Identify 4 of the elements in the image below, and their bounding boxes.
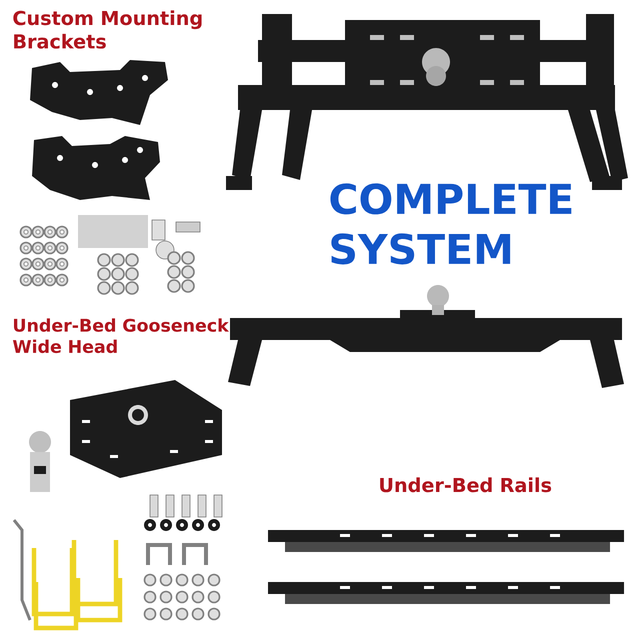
heading: Custom Mounting Brackets — [13, 10, 202, 49]
heading: Under-Bed Rails — [380, 477, 552, 492]
heading: Under-Bed Gooseneck Wide Head — [12, 318, 230, 354]
title: COMPLETE SYSTEM — [330, 183, 572, 264]
